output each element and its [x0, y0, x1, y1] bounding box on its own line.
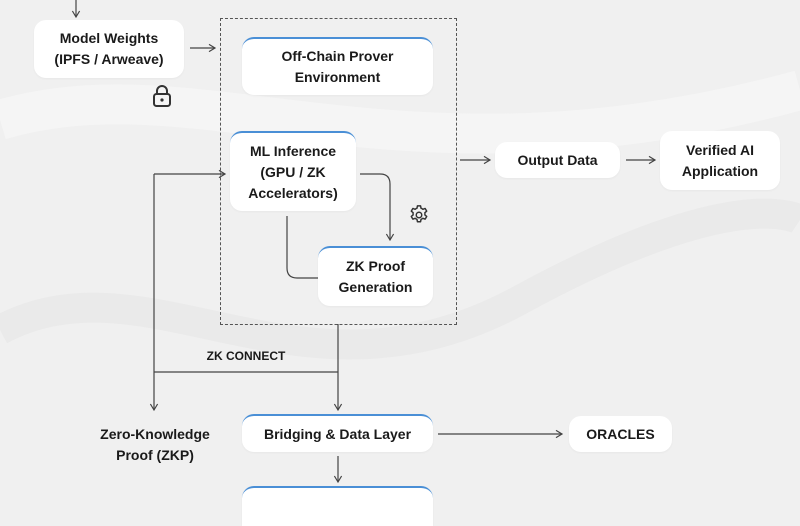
zero-knowledge-proof-label: Zero-Knowledge Proof (ZKP) — [85, 424, 225, 466]
zk-proof-line1: ZK Proof — [345, 258, 406, 274]
zk-proof-generation-node[interactable]: ZK Proof Generation — [318, 246, 433, 306]
bridging-label: Bridging & Data Layer — [263, 425, 412, 442]
bottom-partial-node[interactable] — [242, 486, 433, 526]
model-weights-line1: Model Weights — [59, 30, 159, 46]
model-weights-line2: (IPFS / Arweave) — [54, 51, 164, 67]
zkp-line1: Zero-Knowledge — [100, 426, 210, 442]
output-data-label: Output Data — [517, 151, 598, 168]
off-chain-line2: Environment — [294, 69, 381, 85]
output-data-node[interactable]: Output Data — [495, 142, 620, 178]
zk-proof-line2: Generation — [338, 279, 413, 295]
ml-inference-node[interactable]: ML Inference (GPU / ZK Accelerators) — [230, 131, 356, 211]
oracles-label: ORACLES — [586, 425, 655, 442]
verified-ai-line2: Application — [681, 162, 759, 179]
zkp-line2: Proof (ZKP) — [116, 447, 194, 463]
zk-connect-label: ZK CONNECT — [206, 349, 286, 363]
model-weights-node[interactable]: Model Weights (IPFS / Arweave) — [34, 20, 184, 78]
ml-inference-line1: ML Inference — [249, 142, 337, 159]
off-chain-line1: Off-Chain Prover — [281, 48, 394, 64]
lock-icon — [153, 85, 171, 107]
oracles-node[interactable]: ORACLES — [569, 416, 672, 452]
off-chain-prover-node[interactable]: Off-Chain Prover Environment — [242, 37, 433, 95]
background-waves — [0, 0, 800, 500]
off-chain-prover-group — [220, 18, 457, 325]
gear-icon — [410, 205, 428, 223]
bridging-data-layer-node[interactable]: Bridging & Data Layer — [242, 414, 433, 452]
verified-ai-application-node[interactable]: Verified AI Application — [660, 131, 780, 190]
ml-inference-line3: Accelerators) — [248, 184, 338, 201]
ml-inference-line2: (GPU / ZK — [260, 163, 326, 180]
verified-ai-line1: Verified AI — [686, 141, 754, 158]
